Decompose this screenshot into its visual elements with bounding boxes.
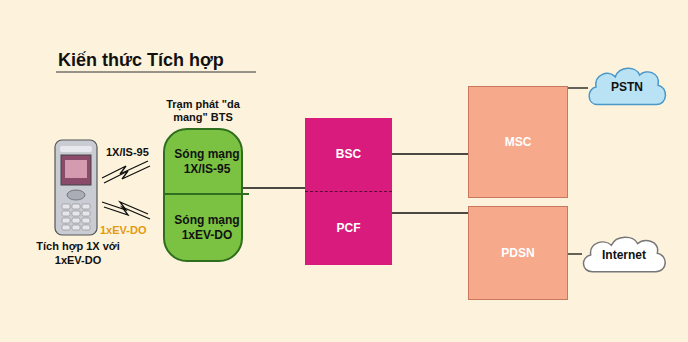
node-label: PCF bbox=[333, 221, 365, 235]
network-cloud: Internet bbox=[579, 233, 669, 277]
carrier-band: Sóng mạng 1xEV-DO bbox=[165, 195, 249, 260]
bts-station: Trạm phát "da mang" BTSSóng mạng 1X/IS-9… bbox=[163, 128, 243, 262]
switch-box: MSC bbox=[468, 86, 568, 198]
title-underline bbox=[56, 72, 256, 73]
radio-link bbox=[102, 161, 150, 219]
node-label: MSC bbox=[501, 135, 536, 149]
link-label: 1xEV-DO bbox=[100, 224, 146, 238]
carrier-band: Sóng mạng 1X/IS-95 bbox=[165, 130, 249, 195]
phone-caption: Tích hợp 1X với 1xEV-DO bbox=[36, 240, 120, 268]
phone-illustration bbox=[55, 140, 97, 235]
connector bbox=[568, 87, 588, 88]
node-label: Internet bbox=[598, 248, 650, 262]
link-label: 1X/IS-95 bbox=[106, 146, 149, 160]
network-cloud: PSTN bbox=[585, 64, 669, 110]
connector bbox=[568, 253, 582, 254]
controller-box: BSC bbox=[305, 118, 392, 191]
connector bbox=[392, 212, 471, 213]
gateway-box: PDSN bbox=[468, 206, 568, 300]
node-label: BSC bbox=[332, 147, 365, 161]
node-label: PSTN bbox=[607, 80, 647, 94]
node-label: Sóng mạng 1X/IS-95 bbox=[165, 147, 249, 176]
controller-box: PCF bbox=[305, 191, 392, 265]
connector bbox=[243, 187, 308, 188]
diagram-title: Kiến thức Tích hợp bbox=[58, 50, 224, 71]
node-label: Sóng mạng 1xEV-DO bbox=[165, 213, 249, 242]
node-label: PDSN bbox=[497, 246, 538, 260]
connector bbox=[392, 153, 471, 154]
station-heading: Trạm phát "da mang" BTS bbox=[157, 98, 249, 124]
